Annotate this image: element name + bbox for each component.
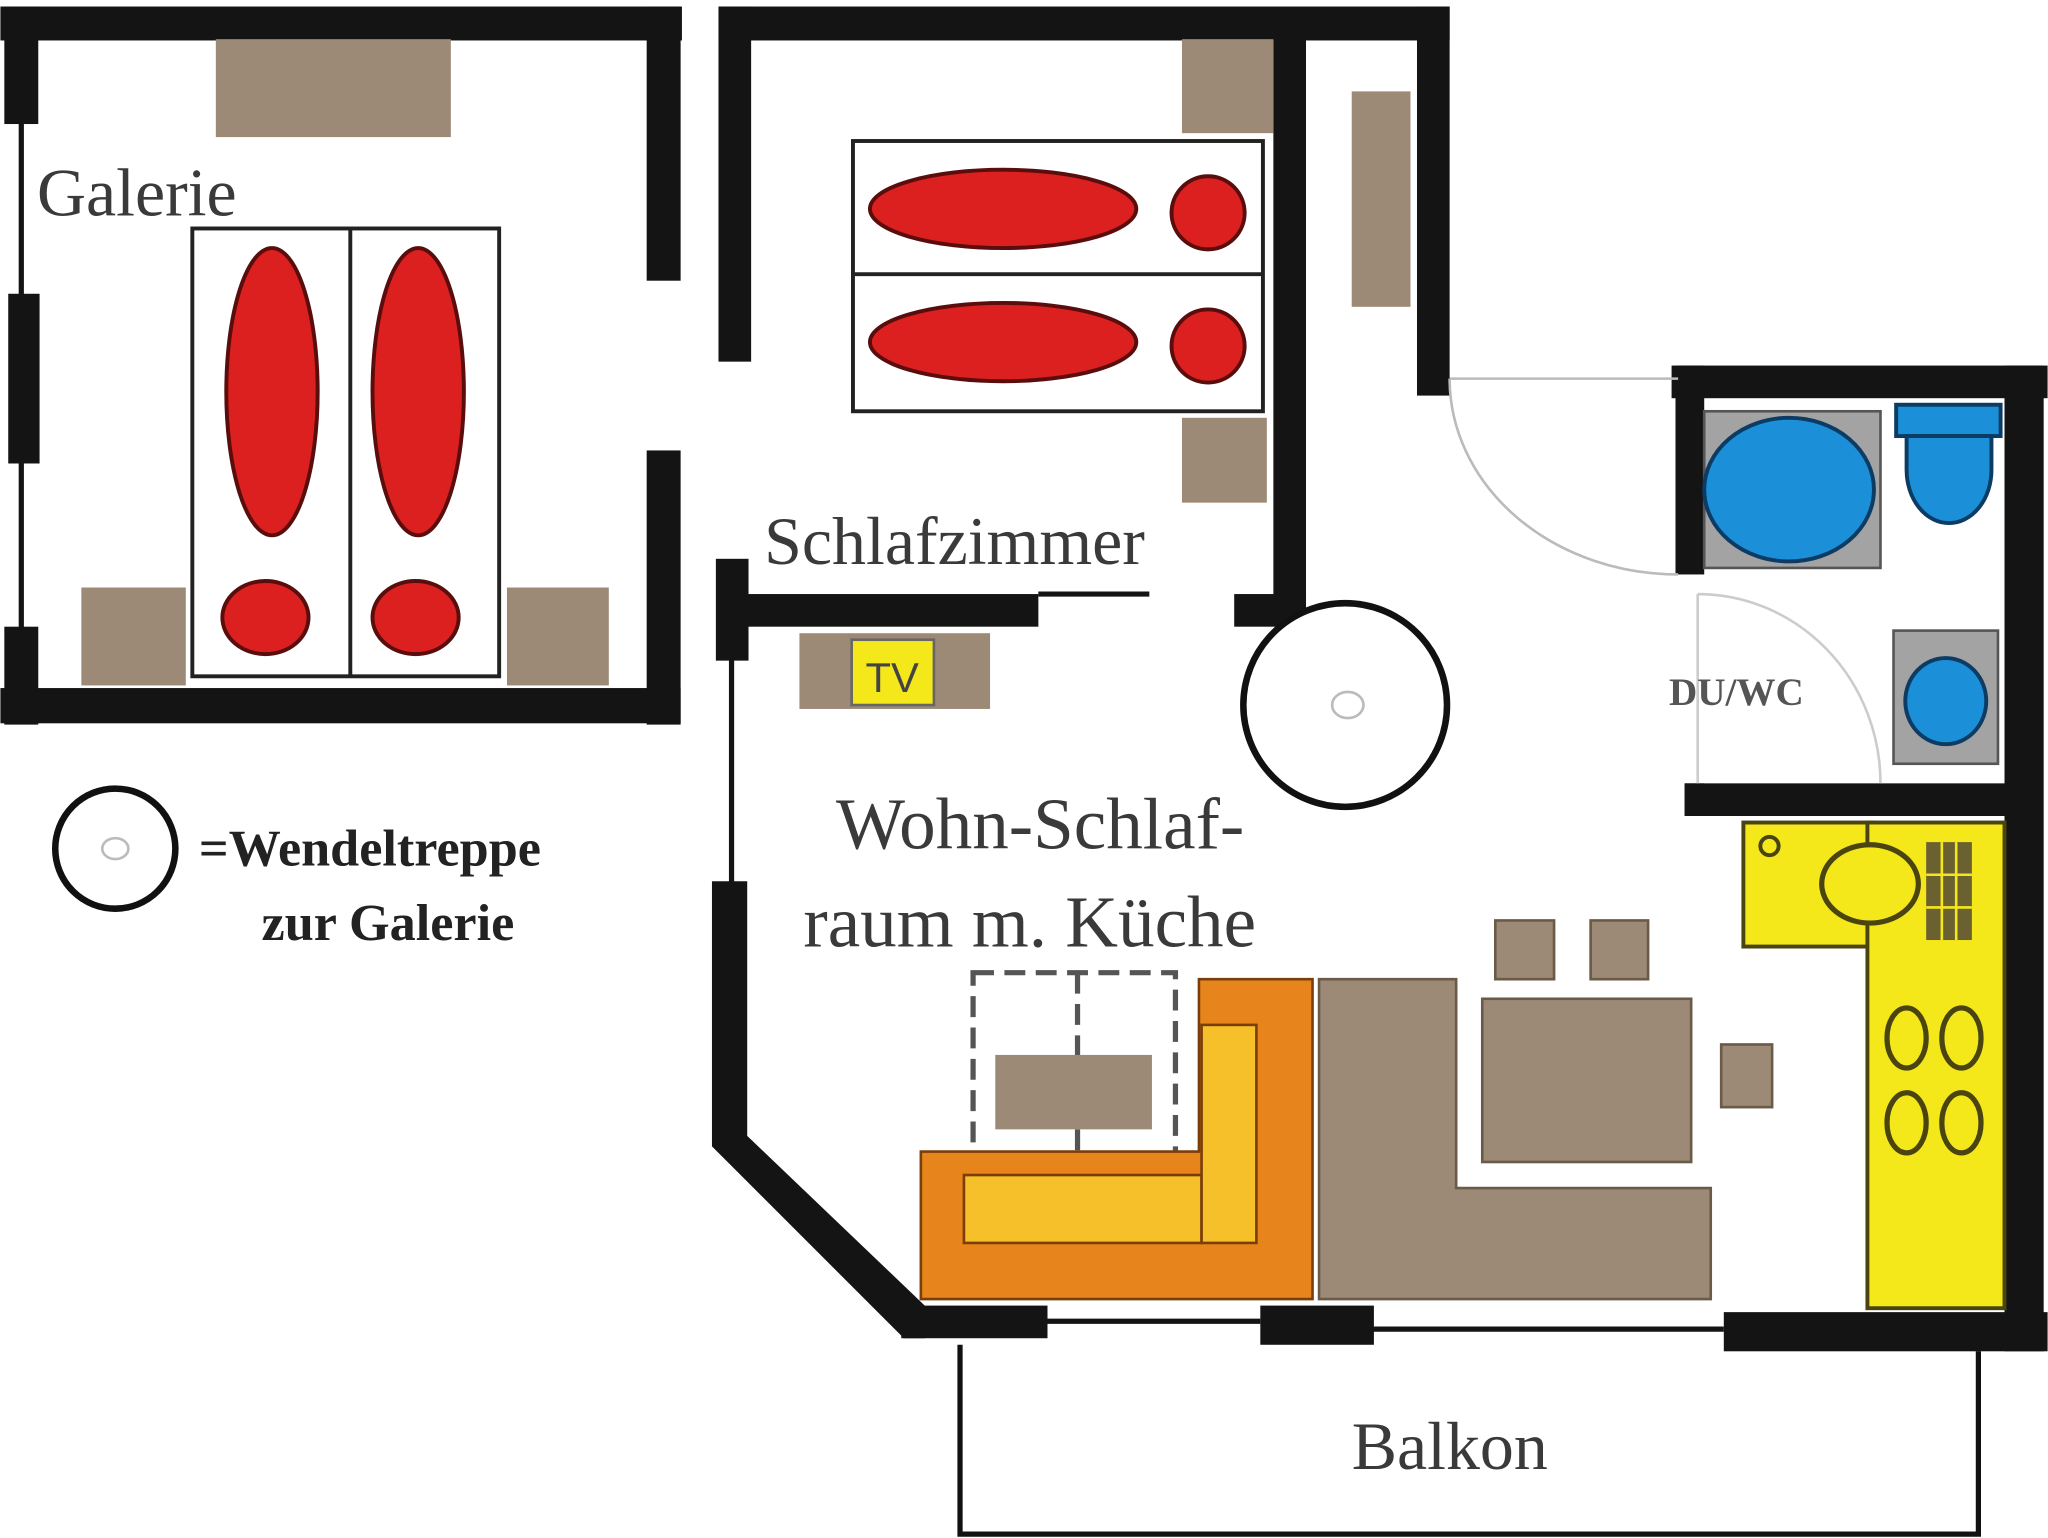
- stove-burners-icon: [1884, 1005, 1984, 1156]
- toilet-icon: [1904, 434, 1994, 526]
- balcony: Balkon: [957, 1344, 1982, 1537]
- legend-line1: =Wendeltreppe: [199, 820, 541, 878]
- wohn-label-line2: raum m. Küche: [803, 882, 1256, 963]
- bathtub-icon: [1702, 415, 1876, 564]
- galerie-room: Galerie: [0, 6, 682, 725]
- schlafzimmer-label: Schlafzimmer: [764, 504, 1145, 579]
- dining-table: [1480, 997, 1693, 1164]
- galerie-label: Galerie: [37, 155, 237, 230]
- sofa: [919, 977, 1314, 1301]
- spiral-stair-legend-icon: [51, 785, 179, 912]
- kitchen: [1741, 820, 2007, 1311]
- wohn-label-line1: Wohn-Schlaf-: [836, 784, 1244, 865]
- legend: =Wendeltreppe zur Galerie: [51, 785, 541, 952]
- main-room-walls: [711, 365, 2048, 1352]
- tv-label: TV: [865, 654, 919, 701]
- sink-icon: [1903, 656, 1989, 747]
- living-area: TV Wohn-Schlaf- raum m. Küche: [799, 599, 1774, 1301]
- bath-label: DU/WC: [1669, 671, 1804, 714]
- spiral-stair-icon: [1240, 599, 1451, 811]
- balkon-label: Balkon: [1352, 1409, 1548, 1484]
- legend-line2: zur Galerie: [262, 894, 515, 952]
- schlafzimmer-room: Schlafzimmer: [718, 6, 1450, 627]
- bathroom: DU/WC: [1669, 402, 2003, 766]
